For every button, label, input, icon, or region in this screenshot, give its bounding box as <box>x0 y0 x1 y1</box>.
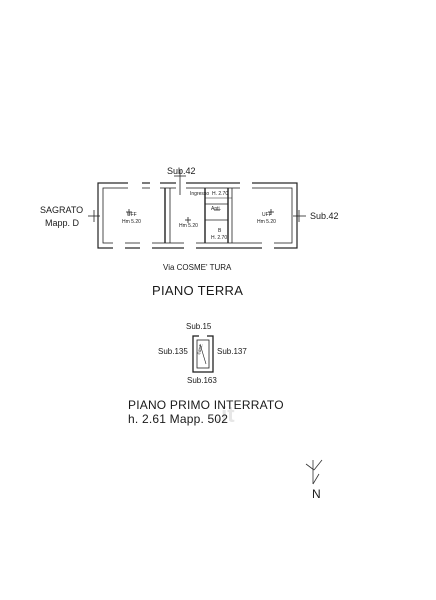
basement-sub-top: Sub.15 <box>186 322 212 331</box>
basement-openings <box>199 333 207 339</box>
sagrato-label: SAGRATO <box>40 205 84 215</box>
bagno-height: H. 2.70 <box>211 235 228 241</box>
sub-right-label: Sub.42 <box>310 211 339 221</box>
mapp-label: Mapp. D <box>45 218 80 228</box>
ground-floor-inner-wall <box>102 187 293 244</box>
room-left-height: Hm 5.20 <box>122 219 141 225</box>
piano-interrato-detail: h. 2.61 Mapp. 502 <box>128 412 229 426</box>
sub-top-label: Sub.42 <box>167 166 196 176</box>
basement-walls <box>192 335 214 373</box>
bagno-label: B <box>218 228 222 234</box>
north-label: N <box>312 487 321 501</box>
piano-terra-title: PIANO TERRA <box>152 283 244 298</box>
piano-interrato-title: PIANO PRIMO INTERRATO <box>128 398 284 412</box>
ground-floor-openings <box>113 181 274 250</box>
basement-sub-right: Sub.137 <box>217 347 247 356</box>
room-right-height: Hm 5.20 <box>257 219 276 225</box>
watermark: .it <box>215 402 235 427</box>
north-arrow <box>305 459 323 485</box>
ingresso-label: Ingresso <box>190 191 210 197</box>
basement-sub-left: Sub.135 <box>158 347 188 356</box>
room-right-name: UFF <box>262 212 272 218</box>
antibagno-label: Anti. <box>211 206 222 212</box>
ground-floor-walls <box>97 182 298 249</box>
ingresso-height: H. 2.70 <box>212 191 229 197</box>
basement-inner-wall <box>196 339 210 369</box>
room-mid-height: Hm 5.20 <box>179 223 198 229</box>
basement-sub-bottom: Sub.163 <box>187 376 217 385</box>
street-label: Via COSME' TURA <box>163 263 232 272</box>
ground-floor-outer-wall <box>97 182 298 249</box>
ground-floor-reference-marks <box>88 170 306 223</box>
room-left-name: UFF <box>127 212 137 218</box>
